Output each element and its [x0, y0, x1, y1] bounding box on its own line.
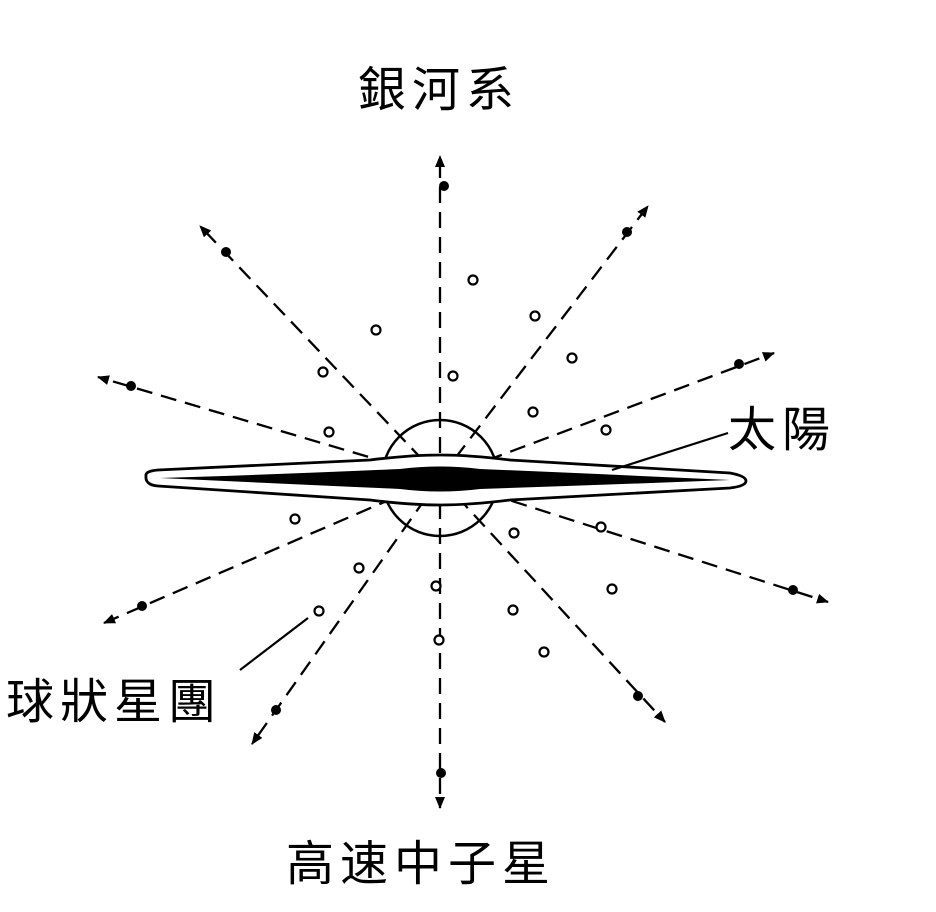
neutron-star: [126, 381, 136, 391]
globular-clusters: [289, 274, 618, 658]
globular-cluster: [433, 634, 445, 646]
globular-clusters-label: 球狀星團: [6, 674, 223, 730]
trajectory-right-down: [439, 476, 829, 604]
globular-cluster: [447, 370, 459, 382]
trajectory-lower-right: [439, 477, 666, 723]
globular-cluster: [323, 426, 335, 438]
sun-label: 太陽: [728, 402, 837, 458]
globular-cluster: [507, 604, 519, 616]
neutron-stars: [126, 181, 798, 778]
neutron-star: [788, 585, 798, 595]
trajectory-upper-right: [439, 205, 649, 479]
globular-cluster: [353, 562, 365, 574]
neutron-star: [633, 691, 643, 701]
globular-cluster: [370, 324, 382, 336]
globular-cluster: [529, 310, 541, 322]
globular-cluster: [508, 527, 520, 539]
neutron-star: [271, 705, 281, 715]
globular-cluster-leader-line: [239, 617, 309, 671]
neutron-star: [622, 227, 632, 237]
globular-cluster: [566, 352, 578, 364]
globular-cluster: [538, 646, 550, 658]
globular-cluster: [430, 580, 442, 592]
globular-cluster: [600, 424, 612, 436]
neutron-star: [439, 181, 449, 191]
neutron-stars-label: 高速中子星: [286, 836, 557, 892]
galactic-nucleus: [396, 467, 484, 491]
galaxy-label: 銀河系: [358, 62, 521, 118]
neutron-star: [436, 768, 446, 778]
trajectory-lower-left-steep: [251, 477, 441, 745]
neutron-star: [221, 247, 231, 257]
globular-cluster: [289, 513, 301, 525]
globular-cluster: [527, 406, 539, 418]
globular-cluster: [467, 274, 479, 286]
globular-cluster: [317, 366, 329, 378]
globular-cluster: [606, 583, 618, 595]
globular-cluster: [313, 605, 325, 617]
globular-cluster: [595, 521, 607, 533]
neutron-star: [734, 359, 744, 369]
sun-leader-line: [611, 431, 729, 472]
trajectory-upper-left: [199, 225, 441, 479]
neutron-star: [137, 601, 147, 611]
